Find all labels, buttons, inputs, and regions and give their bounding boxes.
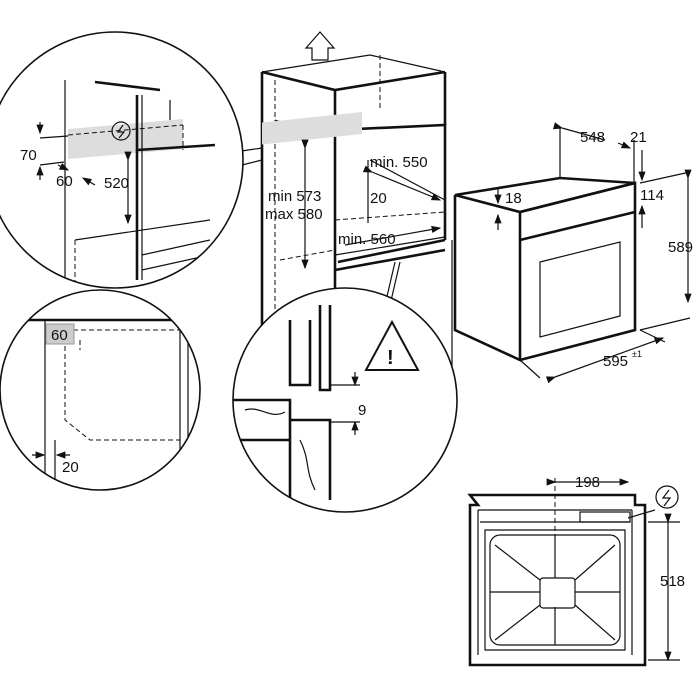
detail-top-circle: 70 60 520 bbox=[0, 31, 244, 289]
connection-offset-label: 198 bbox=[575, 474, 600, 491]
detail-height-label: 70 bbox=[20, 147, 37, 164]
detail-clearance-label: 520 bbox=[104, 175, 129, 192]
warning-symbol: ! bbox=[387, 347, 394, 369]
rear-view-drawing: 198 518 bbox=[467, 474, 685, 667]
gap-label: 20 bbox=[370, 190, 387, 207]
panel-height-label: 114 bbox=[640, 187, 664, 204]
min-width-label: min. 560 bbox=[338, 231, 396, 248]
detail-floor-circle: 9 ! bbox=[232, 287, 458, 513]
min-depth-label: min. 550 bbox=[370, 154, 428, 171]
oven-depth-label: 548 bbox=[580, 129, 605, 146]
rear-height-label: 518 bbox=[660, 573, 685, 590]
detail-depth-label: 60 bbox=[56, 173, 73, 190]
max-height-label: max 580 bbox=[265, 206, 323, 223]
rear-gap-label: 20 bbox=[62, 459, 79, 476]
oven-width-label: 595 bbox=[603, 353, 628, 370]
warning-triangle-icon bbox=[364, 319, 420, 371]
front-label: 21 bbox=[630, 129, 647, 146]
oven-drawing: 548 21 18 114 589 595 ±1 bbox=[453, 122, 693, 384]
panel-thickness-label: 18 bbox=[505, 190, 522, 207]
up-arrow-icon bbox=[304, 31, 336, 61]
detail-bottom-circle: 60 20 bbox=[0, 289, 201, 491]
width-tolerance-label: ±1 bbox=[632, 349, 642, 359]
rear-electrical-connection-icon bbox=[655, 485, 679, 509]
oven-height-label: 589 bbox=[668, 239, 693, 256]
electrical-connection-icon bbox=[111, 121, 131, 141]
floor-gap-label: 9 bbox=[358, 402, 366, 419]
cabinet-drawing: min. 550 min 573 max 580 20 min. 560 bbox=[214, 54, 453, 370]
vent-depth-label: 60 bbox=[51, 327, 68, 344]
min-height-label: min 573 bbox=[268, 188, 321, 205]
